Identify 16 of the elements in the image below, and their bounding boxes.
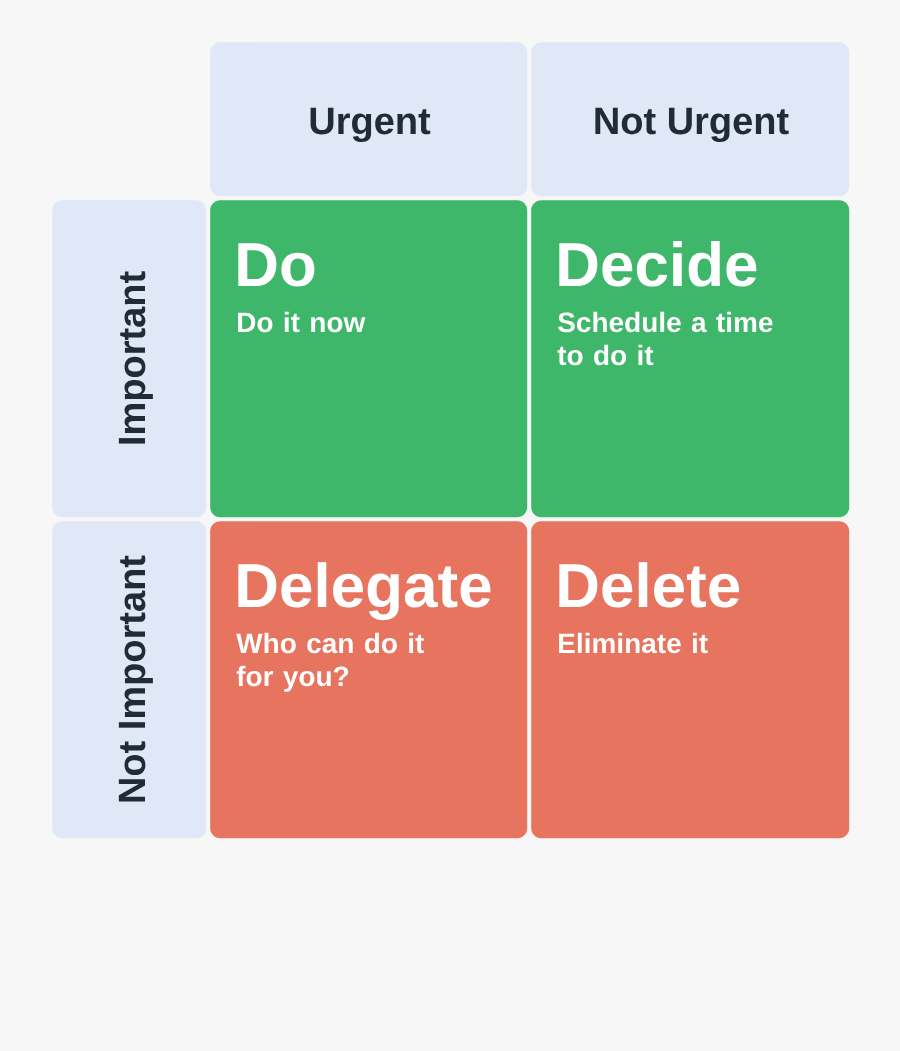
quadrant-text: Schedule a time to do it [557, 311, 773, 366]
row-header-box: Not Important [52, 521, 207, 839]
quadrant-text: Who can do it for you? [236, 632, 425, 692]
quadrant-box [531, 200, 850, 518]
row-header-box: Important [52, 200, 207, 518]
quadrant-box [210, 200, 528, 518]
quadrant-box [531, 521, 850, 839]
quadrant-title: Decide [559, 241, 757, 287]
quadrant-text: Do it now [238, 311, 366, 333]
quadrant-text: Eliminate it [559, 632, 708, 654]
quadrant-title: Do [238, 243, 315, 287]
column-header-box: Not Urgent [531, 42, 850, 197]
column-header-box: Urgent [210, 42, 528, 197]
quadrant-title: Delete [559, 562, 740, 608]
quadrant-box [210, 521, 528, 839]
quadrant-title: Delegate [238, 562, 491, 621]
